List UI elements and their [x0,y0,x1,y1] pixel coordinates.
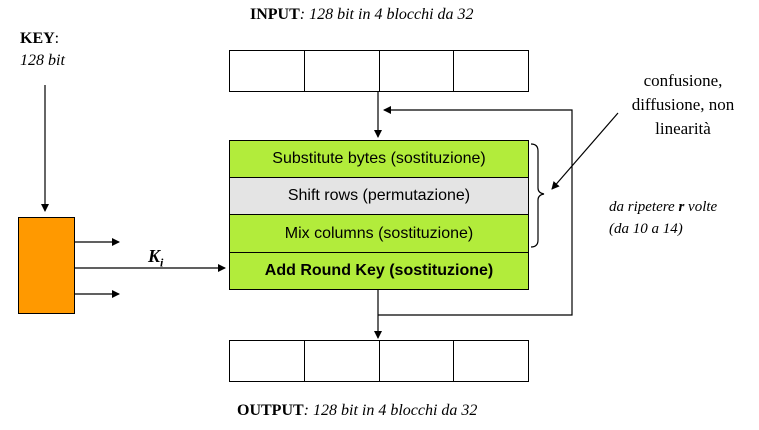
input-blocks [229,50,529,92]
input-block [454,51,528,91]
loop-back-wire [378,106,573,316]
key-label: KEY [20,30,55,47]
key-label-group: KEY: 128 bit [20,28,65,72]
side-note: confusione, diffusione, non linearità [631,71,735,138]
input-label: INPUT [250,6,300,23]
input-title: INPUT: 128 bit in 4 blocchi da 32 [250,6,474,24]
round-block: Substitute bytes (sostituzione) Shift ro… [229,140,529,290]
input-block [304,51,380,91]
output-block [379,341,455,381]
key-colon: : [54,30,60,47]
key-schedule-box [18,217,75,314]
output-title: OUTPUT: 128 bit in 4 blocchi da 32 [237,402,477,420]
stage-shift-rows: Shift rows (permutazione) [229,178,529,215]
output-block [230,341,305,381]
repeat-note: da ripetere r volte (da 10 a 14) [609,199,718,237]
input-block [379,51,455,91]
output-block [454,341,528,381]
output-desc: : 128 bit in 4 blocchi da 32 [303,402,478,419]
output-block [304,341,380,381]
round-key-label: Ki [148,246,164,270]
input-desc: : 128 bit in 4 blocchi da 32 [299,6,474,23]
output-blocks [229,340,529,382]
stage-add-round-key: Add Round Key (sostituzione) [229,253,529,290]
brace [530,143,545,248]
key-desc: 128 bit [20,52,65,69]
output-label: OUTPUT [237,402,304,419]
side-note-arrow [551,112,619,190]
input-block [230,51,305,91]
stage-mix-columns: Mix columns (sostituzione) [229,215,529,253]
stage-substitute-bytes: Substitute bytes (sostituzione) [229,140,529,178]
